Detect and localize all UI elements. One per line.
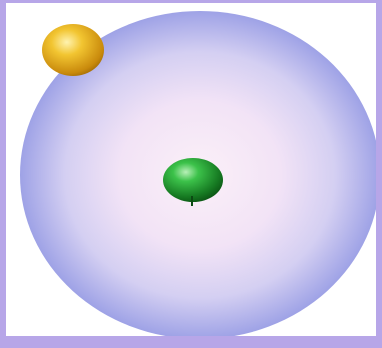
electron [42, 24, 104, 76]
